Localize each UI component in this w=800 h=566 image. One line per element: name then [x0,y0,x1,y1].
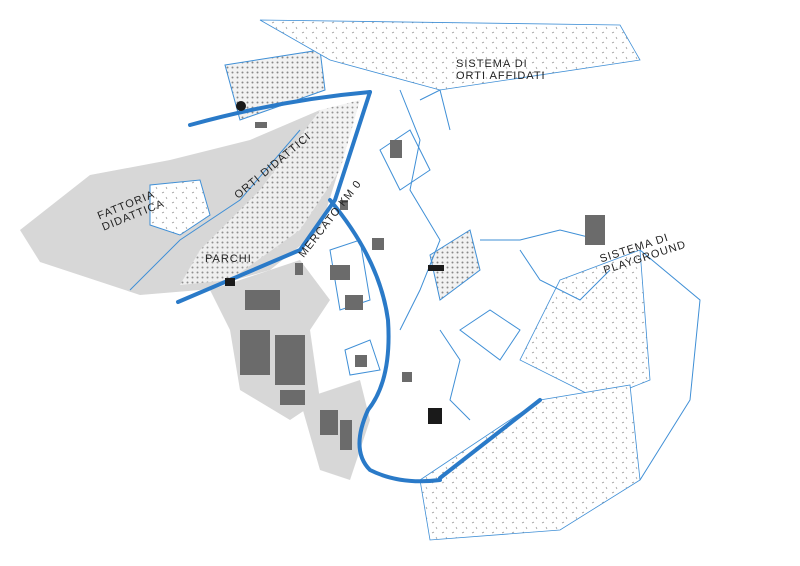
playground-area [429,229,481,301]
east-fields [519,249,651,401]
north-field [224,49,326,121]
orti-didattici-strip [180,100,360,285]
road-curve [328,198,442,484]
key-buildings [225,101,444,424]
label-parchi: PARCHI [205,253,252,265]
thin-paths [129,89,701,481]
road-mercato [176,90,372,304]
buildings [240,122,605,450]
road-southeast [438,398,542,480]
orti-affidati-fields [259,19,641,91]
road-north [188,90,372,127]
farm-field [149,179,211,236]
main-roads [176,90,542,484]
